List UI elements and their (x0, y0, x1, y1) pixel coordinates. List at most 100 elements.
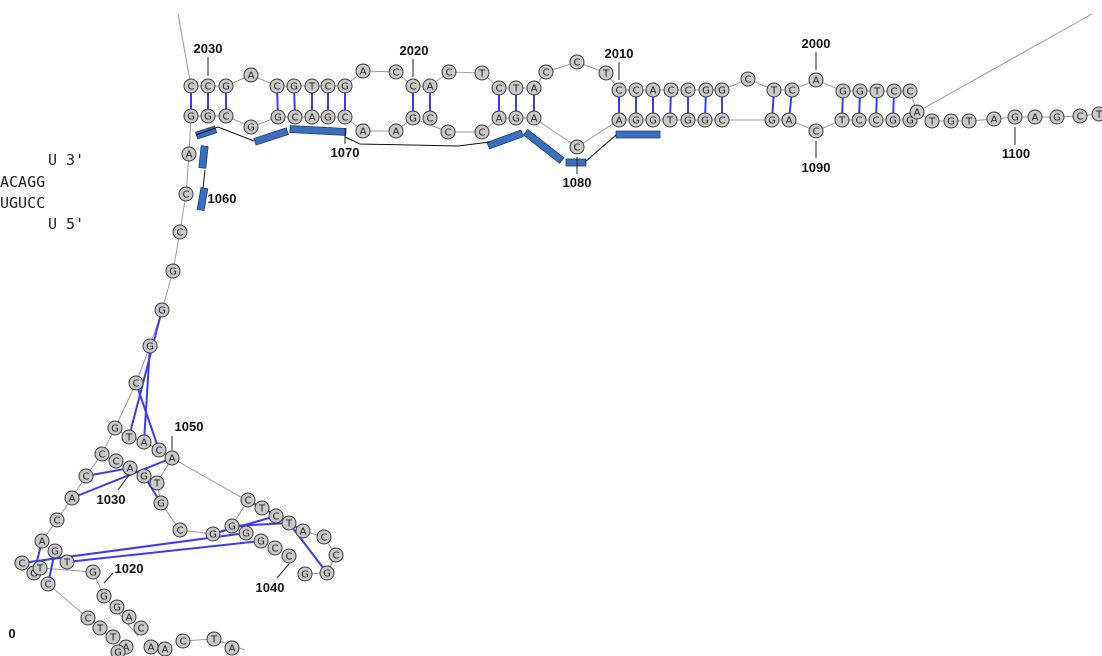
nucleotide-letter: C (133, 379, 140, 390)
nucleotide: C (740, 71, 756, 87)
nucleotide-letter: C (616, 86, 623, 97)
nucleotide-letter: A (162, 645, 169, 656)
nucleotide: C (49, 512, 65, 528)
nucleotide: C (388, 64, 404, 80)
nucleotide-letter: G (51, 547, 59, 558)
nucleotide: A (64, 490, 80, 506)
nucleotide-letter: G (242, 529, 250, 540)
nucleotide-letter: T (512, 84, 520, 95)
nucleotide: G (243, 119, 259, 135)
nucleotide-letter: C (479, 128, 486, 139)
nucleotide-letter: G (947, 117, 955, 128)
nucleotide: C (108, 453, 124, 469)
tertiary-interaction-bars (195, 125, 661, 211)
nucleotide: C (175, 633, 191, 649)
nucleotide: C (680, 82, 696, 98)
nucleotide: T (206, 631, 222, 647)
nucleotide: G (852, 83, 868, 99)
nucleotide: C (240, 492, 256, 508)
nucleotide-letter: A (496, 114, 503, 125)
nucleotide-letter: C (427, 114, 434, 125)
nucleotide: G (628, 112, 644, 128)
nucleotide-letter: T (258, 504, 266, 515)
nucleotide: A (422, 78, 438, 94)
nucleotide-letter: C (873, 116, 880, 127)
nucleotide: C (474, 124, 490, 140)
nucleotide: A (388, 123, 404, 139)
nucleotide: A (808, 72, 824, 88)
nucleotide-letter: C (54, 516, 61, 527)
nucleotide: T (254, 500, 270, 516)
nucleotide-letter: G (257, 537, 265, 548)
nucleotide: G (508, 110, 524, 126)
nucleotide: G (1007, 109, 1023, 125)
nucleotide: A (295, 523, 311, 539)
nucleotide-letter: C (891, 87, 898, 98)
nucleotide: C (172, 224, 188, 240)
nucleotide: A (526, 110, 542, 126)
nucleotide-letter: G (140, 472, 148, 483)
base-pair-line (135, 382, 160, 451)
nucleotide: T (1091, 106, 1102, 122)
nucleotide-letter: G (209, 530, 217, 541)
nucleotide: G (96, 588, 112, 604)
nucleotide-letter: C (183, 190, 190, 201)
nucleotide-letter: T (666, 116, 674, 127)
nucleotide-letter: G (290, 82, 298, 93)
nucleotide: T (924, 113, 940, 129)
nucleotide: T (662, 112, 678, 128)
nucleotide: G (110, 644, 126, 656)
nucleotide: G (205, 526, 221, 542)
position-label: 2010 (605, 46, 634, 61)
nucleotide-letter: A (123, 643, 130, 654)
nucleotide-letter: G (204, 112, 212, 123)
nucleotide: G (218, 78, 234, 94)
nucleotide-letter: C (1077, 112, 1084, 123)
nucleotide-letter: A (650, 86, 657, 97)
position-label: 0 (8, 626, 15, 641)
nucleotide: A (224, 640, 240, 656)
nucleotide-letter: G (512, 114, 520, 125)
nucleotide: C (269, 78, 285, 94)
nucleotide-letter: C (393, 68, 400, 79)
nucleotide: A (645, 82, 661, 98)
nucleotide-letter: A (531, 84, 538, 95)
nucleotide-letter: A (186, 150, 193, 161)
nucleotide-letter: T (928, 117, 936, 128)
nucleotide-letter: G (30, 569, 38, 580)
nucleotide-letter: G (114, 648, 122, 656)
nucleotide-letter: G (889, 116, 897, 127)
nucleotide: A (122, 460, 138, 476)
nucleotide-letter: A (360, 127, 367, 138)
nucleotide-letter: C (177, 526, 184, 537)
nucleotide: C (538, 64, 554, 80)
nucleotide: C (440, 124, 456, 140)
base-pair-lines (21, 85, 895, 585)
nucleotide: G (320, 109, 336, 125)
nucleotide-letter: A (914, 108, 921, 119)
nucleotide-letter: G (856, 87, 864, 98)
position-label: 1050 (175, 419, 204, 434)
nucleotide: C (80, 610, 96, 626)
nucleotide-letter: A (360, 67, 367, 78)
nucleotide-letter: G (839, 87, 847, 98)
nucleotide-letter: C (445, 128, 452, 139)
nucleotide-letter: T (873, 87, 881, 98)
nucleotide-letter: G (146, 342, 154, 353)
helix-legend-line: U 3' (48, 151, 84, 169)
nucleotide: G (1049, 109, 1065, 125)
nucleotide: A (121, 609, 137, 625)
nucleotide: G (645, 112, 661, 128)
interaction-connectors (195, 126, 617, 189)
nucleotide-letter: G (100, 592, 108, 603)
nucleotide-letter: G (301, 570, 309, 581)
nucleotide: G (405, 110, 421, 126)
nucleotide: A (355, 63, 371, 79)
nucleotide-letter: C (45, 580, 52, 591)
nucleotide-letter: T (210, 635, 218, 646)
base-pair-line (143, 345, 151, 443)
position-label: 2000 (802, 36, 831, 51)
nucleotide: A (355, 123, 371, 139)
nucleotide-letter: C (342, 113, 349, 124)
